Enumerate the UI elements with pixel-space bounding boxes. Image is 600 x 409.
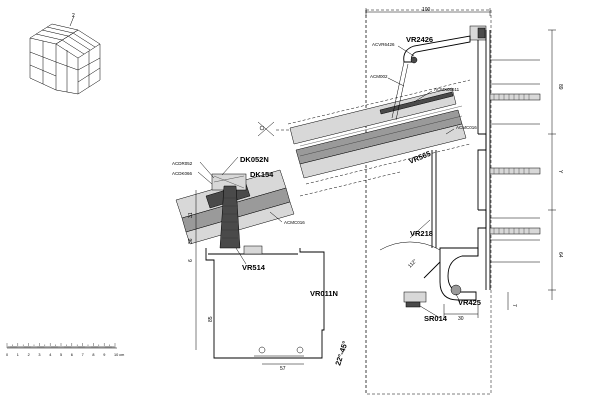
thumbnail-marker: 2: [72, 13, 75, 19]
bottom-fixing: 30 7 112°: [403, 258, 517, 322]
dim-bottom-57: 57: [280, 366, 286, 372]
wall-plate-profile: [469, 25, 541, 290]
right-dimensions: 89 Y 64: [548, 29, 563, 300]
scale-bar: 0 1 2 3 4 5 6 7 8 9 10 cm: [6, 343, 124, 357]
eaves-beam: [175, 169, 295, 249]
dim-left-31: 31: [188, 212, 194, 218]
scale-labels: 0 1 2 3 4 5 6 7 8 9 10 cm: [6, 353, 124, 357]
label-vr514: VR514: [242, 263, 266, 272]
dim-right-lower: 64: [557, 252, 563, 258]
dim-left-85: 85: [208, 316, 214, 322]
cut-mark-icon: [257, 121, 290, 137]
leader-lines: [197, 45, 461, 319]
label-acvr6426: ACVR6426: [372, 42, 395, 47]
scale-label: 9: [103, 353, 105, 357]
vr011n-frame: [205, 245, 325, 359]
wall-screw-middle: [489, 167, 541, 175]
scale-label: 10 cm: [114, 353, 124, 357]
conservatory-thumbnail: 2: [29, 13, 101, 95]
dim-bottom-width: 30: [458, 316, 464, 322]
scale-label: 4: [49, 353, 51, 357]
label-acdr052: ACDR052: [172, 161, 193, 166]
label-vr011n: VR011N: [310, 289, 338, 298]
dim-bottom-small: 7: [511, 304, 517, 307]
dim-top-width: 100: [422, 7, 431, 13]
vr218-profile: [379, 150, 479, 301]
dim-left-6: 6: [188, 259, 194, 262]
scale-label: 1: [17, 353, 19, 357]
scale-label: 8: [92, 353, 94, 357]
dim-right-upper: 89: [557, 84, 563, 90]
scale-label: 5: [60, 353, 62, 357]
wall-screw-upper: [489, 93, 541, 101]
dim-right-y: Y: [557, 170, 563, 174]
label-acmc016-mid: ACMC016: [284, 220, 305, 225]
label-acdk066: ACDK066: [172, 171, 193, 176]
label-acmc016-top: ACMC016: [456, 125, 477, 130]
wall-screw-lower: [489, 227, 541, 235]
dim-left-36: 36: [188, 238, 194, 244]
label-dk052n: DK052N: [240, 155, 269, 164]
label-dk154: DK154: [250, 170, 274, 179]
scale-label: 2: [28, 353, 30, 357]
dim-angle: 22°-45°: [333, 340, 349, 367]
scale-label: 6: [71, 353, 73, 357]
roof-glazing-bar: [287, 79, 471, 197]
label-vr218: VR218: [410, 229, 433, 238]
dim-arc-angle: 112°: [407, 258, 418, 269]
label-acm002: ACM002: [370, 74, 388, 79]
ridge-hook: [391, 35, 471, 121]
label-sr014: SR014: [424, 314, 448, 323]
label-vr425: VR425: [458, 298, 481, 307]
scale-ticks: [6, 343, 116, 348]
label-vr2426: VR2426: [406, 35, 433, 44]
label-acmx06611: ACMX06611: [434, 87, 460, 92]
scale-label: 0: [6, 353, 8, 357]
scale-label: 7: [82, 353, 84, 357]
scale-label: 3: [38, 353, 40, 357]
wall-outline: 100: [365, 7, 492, 395]
